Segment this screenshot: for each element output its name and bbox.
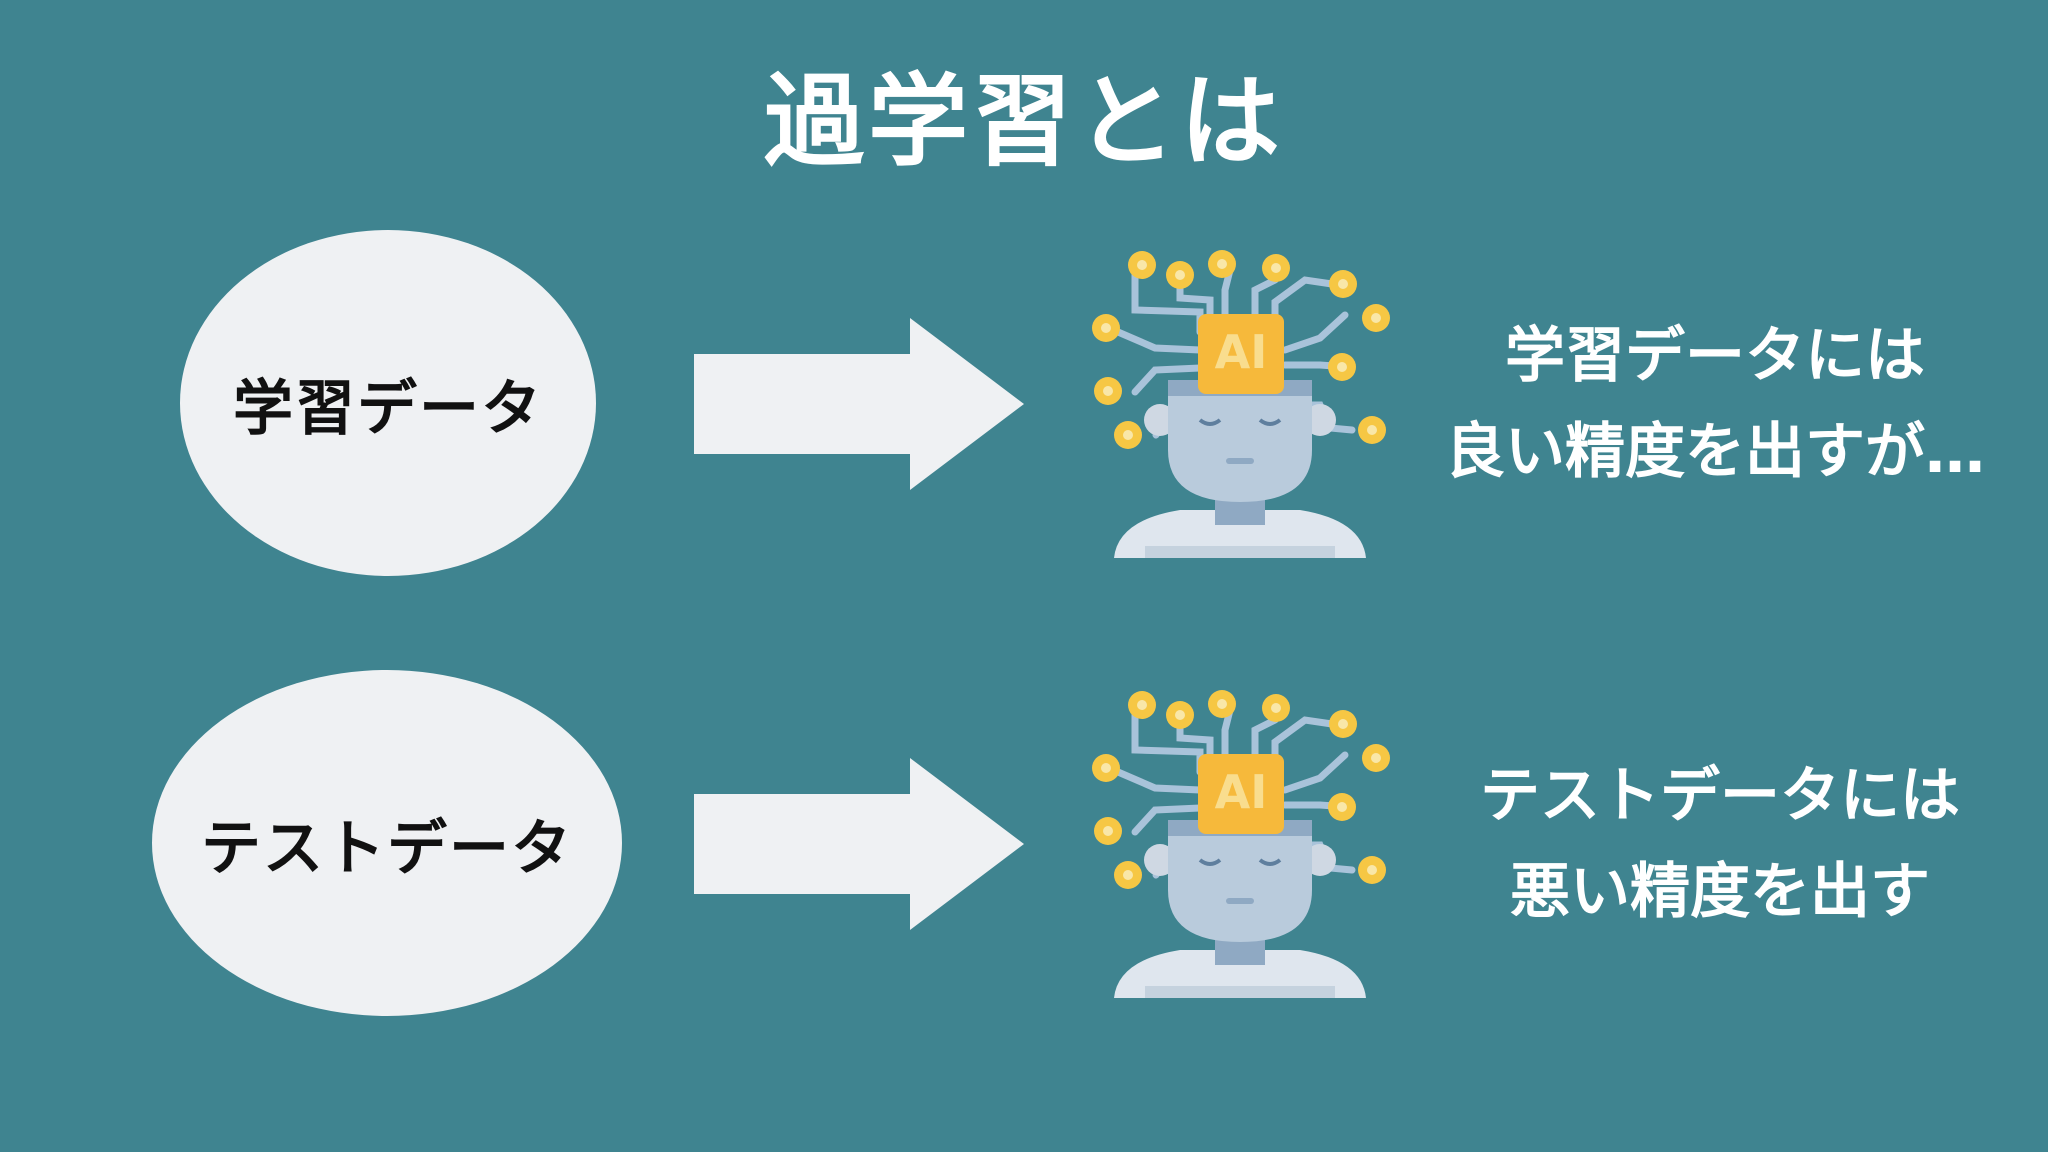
arrow-right-icon xyxy=(694,758,1024,930)
training-data-ellipse: 学習データ xyxy=(180,230,596,576)
test-result-line2: 悪い精度を出す xyxy=(1510,857,1930,927)
page-title: 過学習とは xyxy=(764,63,1284,180)
training-result-line2: 良い精度を出すが… xyxy=(1445,417,1985,487)
arrow-right-icon xyxy=(694,318,1024,490)
ai-head-icon: AI xyxy=(1092,690,1390,998)
test-result-caption: テストデータには 悪い精度を出す xyxy=(1420,748,2020,940)
ai-chip-text: AI xyxy=(1215,765,1268,819)
training-result-line1: 学習データには xyxy=(1505,321,1925,391)
training-data-label: 学習データ xyxy=(233,373,543,444)
training-result-caption: 学習データには 良い精度を出すが… xyxy=(1400,308,2030,500)
test-data-label: テストデータ xyxy=(201,813,573,884)
ai-head-icon: AI xyxy=(1092,250,1390,558)
test-result-line1: テストデータには xyxy=(1480,761,1960,831)
ai-chip-text: AI xyxy=(1215,325,1268,379)
test-data-ellipse: テストデータ xyxy=(152,670,622,1016)
